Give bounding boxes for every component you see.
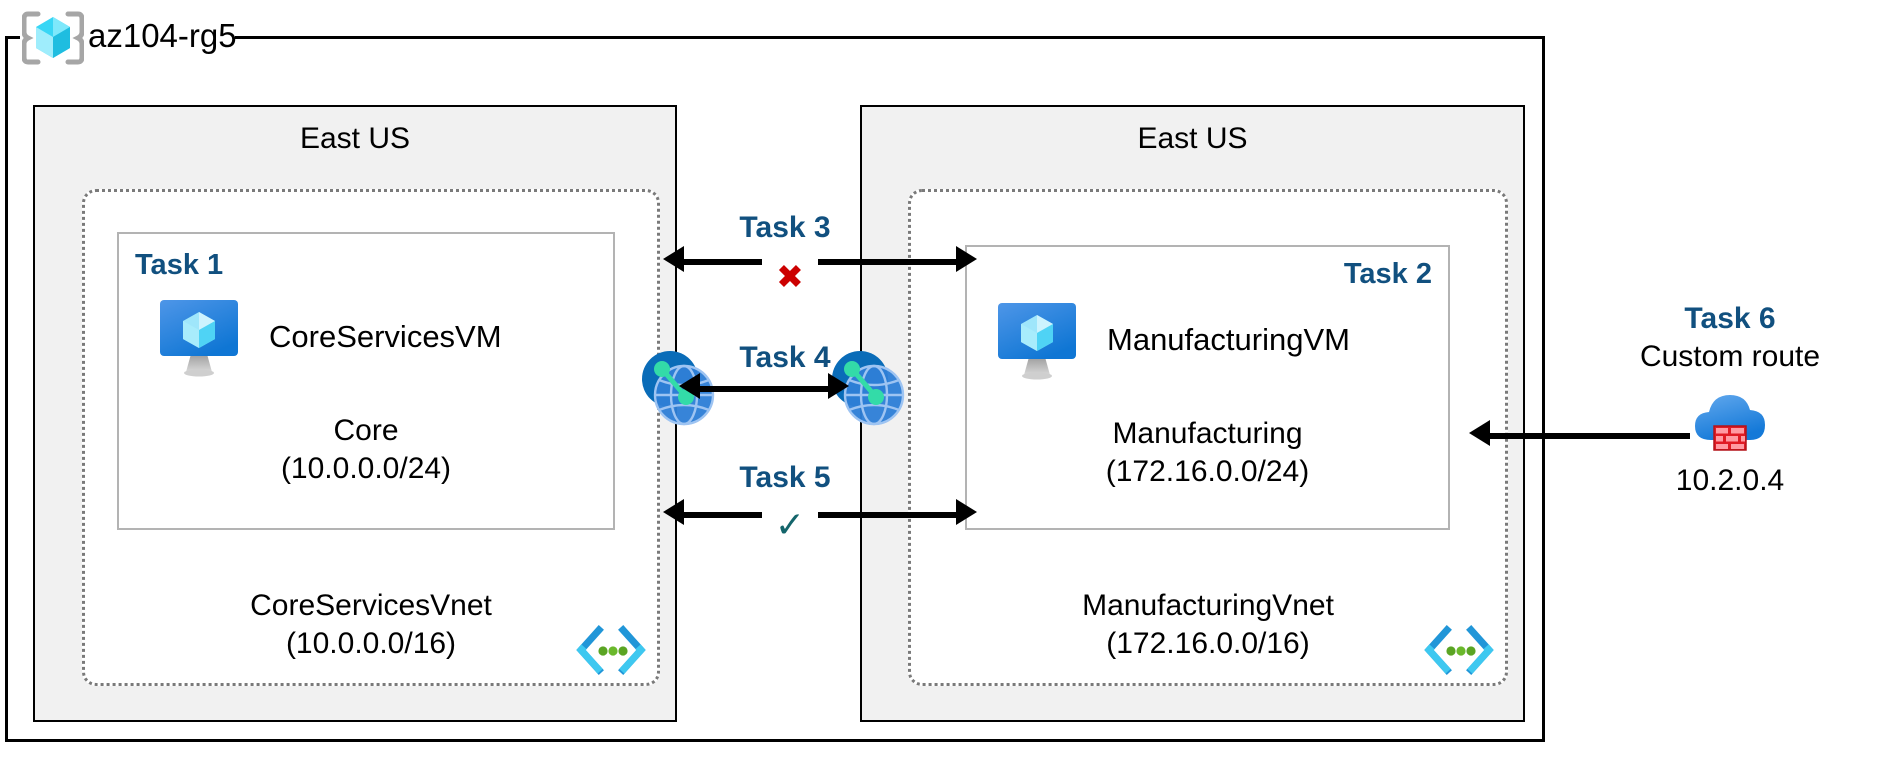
firewall-ip-address: 10.2.0.4 bbox=[1675, 464, 1785, 497]
vnet-cidr-manufacturing: (172.16.0.0/16) bbox=[1106, 627, 1310, 660]
task5-arrow-left-head bbox=[663, 499, 684, 525]
task-tag-1: Task 1 bbox=[135, 249, 224, 281]
task5-arrow-right-head bbox=[956, 499, 977, 525]
virtual-machine-icon bbox=[160, 300, 238, 377]
task3-arrow-left-line bbox=[684, 259, 762, 265]
subnet-manufacturing: Task 2 ManufacturingVM bbox=[965, 245, 1450, 530]
task4-arrow-right-head bbox=[828, 373, 849, 399]
vm-name-manufacturing: ManufacturingVM bbox=[1107, 322, 1350, 357]
allowed-check-icon: ✓ bbox=[774, 504, 806, 545]
task4-arrow-left-head bbox=[679, 373, 700, 399]
vm-row-core: CoreServicesVM bbox=[155, 296, 502, 378]
subnet-name-manufacturing: Manufacturing bbox=[1112, 417, 1303, 450]
task3-arrow-right-line bbox=[818, 259, 956, 265]
vm-name-core: CoreServicesVM bbox=[269, 319, 502, 354]
resource-group-boundary bbox=[5, 36, 1545, 742]
vnet-name-core: CoreServicesVnet bbox=[250, 589, 492, 622]
task-label-6: Task 6 bbox=[1684, 302, 1776, 335]
task5-arrow-right-line bbox=[818, 512, 956, 518]
task-label-3: Task 3 bbox=[739, 211, 831, 244]
vnet-brackets-icon bbox=[576, 625, 646, 675]
virtual-machine-icon bbox=[998, 303, 1076, 380]
vnet-brackets-icon bbox=[1424, 625, 1494, 675]
blocked-cross-icon: ✖ bbox=[776, 258, 804, 295]
subnet-core: Task 1 CoreServicesVM bbox=[117, 232, 615, 530]
subnet-name-core: Core bbox=[333, 414, 399, 447]
vnet-cidr-core: (10.0.0.0/16) bbox=[285, 627, 457, 660]
task3-arrow-left-head bbox=[663, 246, 684, 272]
region-label-right: East US bbox=[1137, 122, 1248, 155]
task6-group: Task 6 Custom route 10.2.0.4 bbox=[1610, 300, 1850, 500]
task-tag-2: Task 2 bbox=[1343, 258, 1432, 290]
task6-arrow-line bbox=[1490, 433, 1690, 439]
task6-arrow-head bbox=[1469, 420, 1490, 446]
firewall-cloud-icon bbox=[1695, 395, 1765, 451]
task-label-5: Task 5 bbox=[739, 461, 831, 494]
task5-arrow-left-line bbox=[684, 512, 762, 518]
task3-arrow-right-head bbox=[956, 246, 977, 272]
task-label-4: Task 4 bbox=[739, 341, 831, 374]
task4-arrow-line bbox=[700, 386, 828, 392]
vnet-name-manufacturing: ManufacturingVnet bbox=[1082, 589, 1334, 622]
custom-route-label: Custom route bbox=[1639, 340, 1821, 373]
subnet-cidr-core: (10.0.0.0/24) bbox=[280, 452, 452, 485]
resource-group-name: az104-rg5 bbox=[88, 17, 237, 54]
subnet-cidr-manufacturing: (172.16.0.0/24) bbox=[1105, 455, 1310, 488]
resource-group-cube-icon bbox=[22, 11, 84, 65]
region-label-left: East US bbox=[299, 122, 411, 155]
vm-row-manufacturing: ManufacturingVM bbox=[993, 299, 1350, 381]
